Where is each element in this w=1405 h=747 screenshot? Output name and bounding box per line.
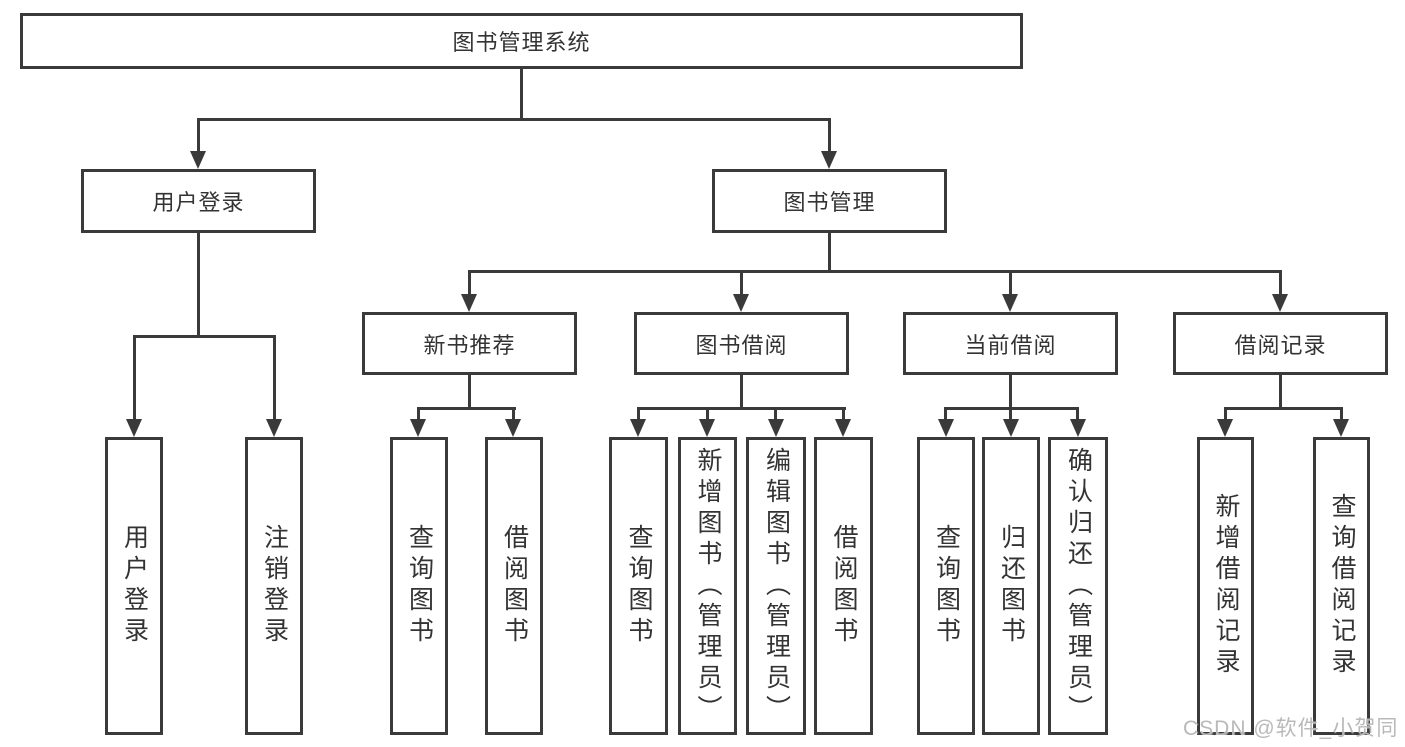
connector-line bbox=[637, 407, 846, 410]
leaf-recommend-query-book: 查询图书 bbox=[390, 437, 448, 735]
arrow-down-icon bbox=[1333, 419, 1349, 437]
node-current-borrow: 当前借阅 bbox=[903, 312, 1118, 375]
connector-line bbox=[520, 69, 523, 119]
connector-line bbox=[468, 270, 471, 296]
connector-line bbox=[197, 233, 200, 335]
connector-line bbox=[468, 270, 1282, 273]
node-root-system: 图书管理系统 bbox=[20, 13, 1023, 69]
node-book-management: 图书管理 bbox=[712, 169, 947, 233]
leaf-logout: 注销登录 bbox=[245, 437, 303, 735]
connector-line bbox=[1076, 407, 1079, 421]
leaf-borrow-add-book-admin: 新增图书（管理员） bbox=[678, 437, 737, 735]
arrow-down-icon bbox=[461, 294, 477, 312]
leaf-recommend-borrow-book: 借阅图书 bbox=[485, 437, 543, 735]
connector-line bbox=[1279, 270, 1282, 296]
connector-line bbox=[133, 335, 136, 420]
arrow-down-icon bbox=[126, 419, 142, 437]
connector-line bbox=[1279, 375, 1282, 407]
connector-line bbox=[1340, 407, 1343, 421]
arrow-down-icon bbox=[733, 294, 749, 312]
arrow-down-icon bbox=[938, 419, 954, 437]
arrow-down-icon bbox=[1217, 419, 1233, 437]
arrow-down-icon bbox=[1272, 294, 1288, 312]
connector-line bbox=[1224, 407, 1227, 421]
connector-line bbox=[1009, 270, 1012, 296]
node-book-borrow: 图书借阅 bbox=[634, 312, 849, 375]
leaf-records-query-record: 查询借阅记录 bbox=[1313, 437, 1370, 735]
connector-line bbox=[468, 375, 471, 407]
csdn-watermark: CSDN @软件_小贺同学 bbox=[1183, 717, 1399, 740]
arrow-down-icon bbox=[1070, 419, 1086, 437]
arrow-down-icon bbox=[821, 151, 837, 169]
connector-line bbox=[417, 407, 516, 410]
leaf-user-login: 用户登录 bbox=[105, 437, 163, 735]
node-user-login: 用户登录 bbox=[81, 169, 316, 233]
arrow-down-icon bbox=[505, 419, 521, 437]
connector-line bbox=[197, 118, 831, 121]
connector-line bbox=[1224, 407, 1343, 410]
connector-line bbox=[273, 335, 276, 420]
connector-line bbox=[1009, 407, 1012, 421]
connector-line bbox=[842, 407, 845, 421]
connector-line bbox=[133, 335, 276, 338]
connector-line bbox=[197, 118, 200, 152]
arrow-down-icon bbox=[410, 419, 426, 437]
arrow-down-icon bbox=[1003, 419, 1019, 437]
node-borrow-records: 借阅记录 bbox=[1173, 312, 1388, 375]
leaf-borrow-edit-book-admin: 编辑图书（管理员） bbox=[746, 437, 806, 735]
arrow-down-icon bbox=[835, 419, 851, 437]
arrow-down-icon bbox=[768, 419, 784, 437]
arrow-down-icon bbox=[699, 419, 715, 437]
connector-line bbox=[1009, 375, 1012, 407]
leaf-records-add-record: 新增借阅记录 bbox=[1197, 437, 1254, 735]
connector-line bbox=[512, 407, 515, 421]
connector-line bbox=[740, 270, 743, 296]
connector-line bbox=[944, 407, 947, 421]
connector-line bbox=[774, 407, 777, 421]
connector-line bbox=[706, 407, 709, 421]
leaf-borrow-borrow-book: 借阅图书 bbox=[814, 437, 873, 735]
leaf-current-return-book: 归还图书 bbox=[982, 437, 1040, 735]
arrow-down-icon bbox=[190, 151, 206, 169]
node-new-book-recommend: 新书推荐 bbox=[362, 312, 577, 375]
connector-line bbox=[828, 118, 831, 152]
leaf-current-query-book: 查询图书 bbox=[917, 437, 975, 735]
leaf-current-confirm-return-admin: 确认归还（管理员） bbox=[1048, 437, 1108, 735]
arrow-down-icon bbox=[630, 419, 646, 437]
connector-line bbox=[417, 407, 420, 421]
leaf-borrow-query-book: 查询图书 bbox=[609, 437, 668, 735]
connector-line bbox=[740, 375, 743, 407]
connector-line bbox=[828, 233, 831, 270]
arrow-down-icon bbox=[266, 419, 282, 437]
arrow-down-icon bbox=[1002, 294, 1018, 312]
connector-line bbox=[637, 407, 640, 421]
